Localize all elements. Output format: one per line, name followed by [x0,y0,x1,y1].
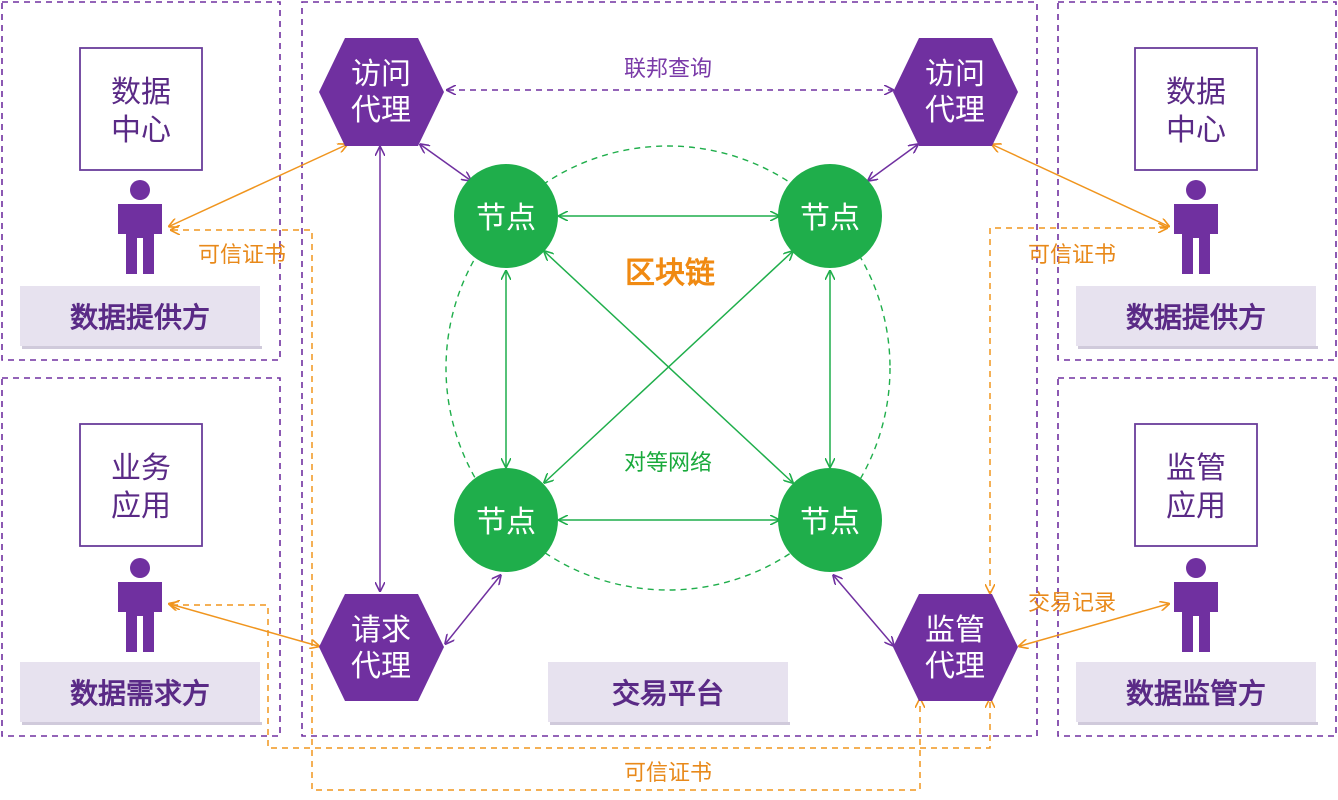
svg-text:数据: 数据 [111,75,171,110]
svg-text:数据提供方: 数据提供方 [1126,301,1266,334]
svg-text:应用: 应用 [111,489,171,524]
regulator-to-agent-line [1020,604,1168,646]
provider-left-to-access-line [170,145,346,226]
node-top-right: 节点 [778,164,882,268]
demander-label: 数据需求方 [20,662,262,725]
provider-right-to-access-line [993,145,1168,226]
svg-text:交易平台: 交易平台 [612,677,724,710]
svg-text:请求: 请求 [351,613,411,648]
cert-label-bottom: 可信证书 [624,761,712,786]
svg-text:数据提供方: 数据提供方 [70,301,210,334]
svg-text:节点: 节点 [800,505,860,540]
svg-text:数据: 数据 [1166,75,1226,110]
platform-label: 交易平台 [548,662,790,725]
person-icon [118,180,162,274]
business-app-box: 业务 应用 [79,423,203,547]
blockchain-label: 区块链 [625,256,715,291]
cert-label-left: 可信证书 [198,243,286,268]
svg-text:代理: 代理 [925,649,985,684]
person-icon [1174,558,1218,652]
data-center-box-left: 数据 中心 [79,47,203,171]
svg-text:访问: 访问 [351,57,411,92]
regulator-agent: 监管 代理 [893,594,1018,701]
cert-right-path [990,228,1166,592]
regulator-label: 数据监管方 [1076,662,1318,725]
svg-text:代理: 代理 [351,649,411,684]
access-left-node-line [421,145,470,180]
svg-text:代理: 代理 [925,93,985,128]
regulator-node-line [834,576,893,645]
svg-text:节点: 节点 [476,505,536,540]
orange-connections [170,145,1168,646]
provider-label-left: 数据提供方 [20,286,262,349]
purple-connections [380,90,917,645]
node-bottom-right: 节点 [778,468,882,572]
svg-text:业务: 业务 [111,451,171,486]
svg-text:节点: 节点 [800,201,860,236]
svg-text:代理: 代理 [351,93,411,128]
access-agent-right: 访问 代理 [893,38,1018,146]
request-node-line [446,576,500,643]
svg-text:中心: 中心 [111,113,171,148]
request-agent: 请求 代理 [319,594,444,701]
svg-text:中心: 中心 [1166,113,1226,148]
svg-text:访问: 访问 [925,57,985,92]
svg-text:应用: 应用 [1166,489,1226,524]
supervision-app-box: 监管 应用 [1134,423,1258,547]
svg-text:节点: 节点 [476,201,536,236]
green-connections [506,216,830,520]
demander-to-request-line [170,604,318,646]
svg-text:监管: 监管 [1166,451,1226,486]
access-right-node-line [869,145,917,180]
cert-left-path [172,230,920,791]
provider-label-right: 数据提供方 [1076,286,1318,349]
p2p-label: 对等网络 [624,451,712,476]
access-agent-left: 访问 代理 [319,38,444,146]
node-bottom-left: 节点 [454,468,558,572]
data-center-box-right: 数据 中心 [1134,47,1258,171]
node-top-left: 节点 [454,164,558,268]
person-icon [1174,180,1218,274]
tx-record-label: 交易记录 [1028,591,1116,616]
person-icon [118,558,162,652]
svg-text:监管: 监管 [925,613,985,648]
orange-dashed-connections [172,228,1166,791]
svg-text:数据需求方: 数据需求方 [70,677,210,710]
svg-text:数据监管方: 数据监管方 [1126,677,1266,710]
cert-label-right: 可信证书 [1028,243,1116,268]
federated-query-label: 联邦查询 [624,57,712,82]
